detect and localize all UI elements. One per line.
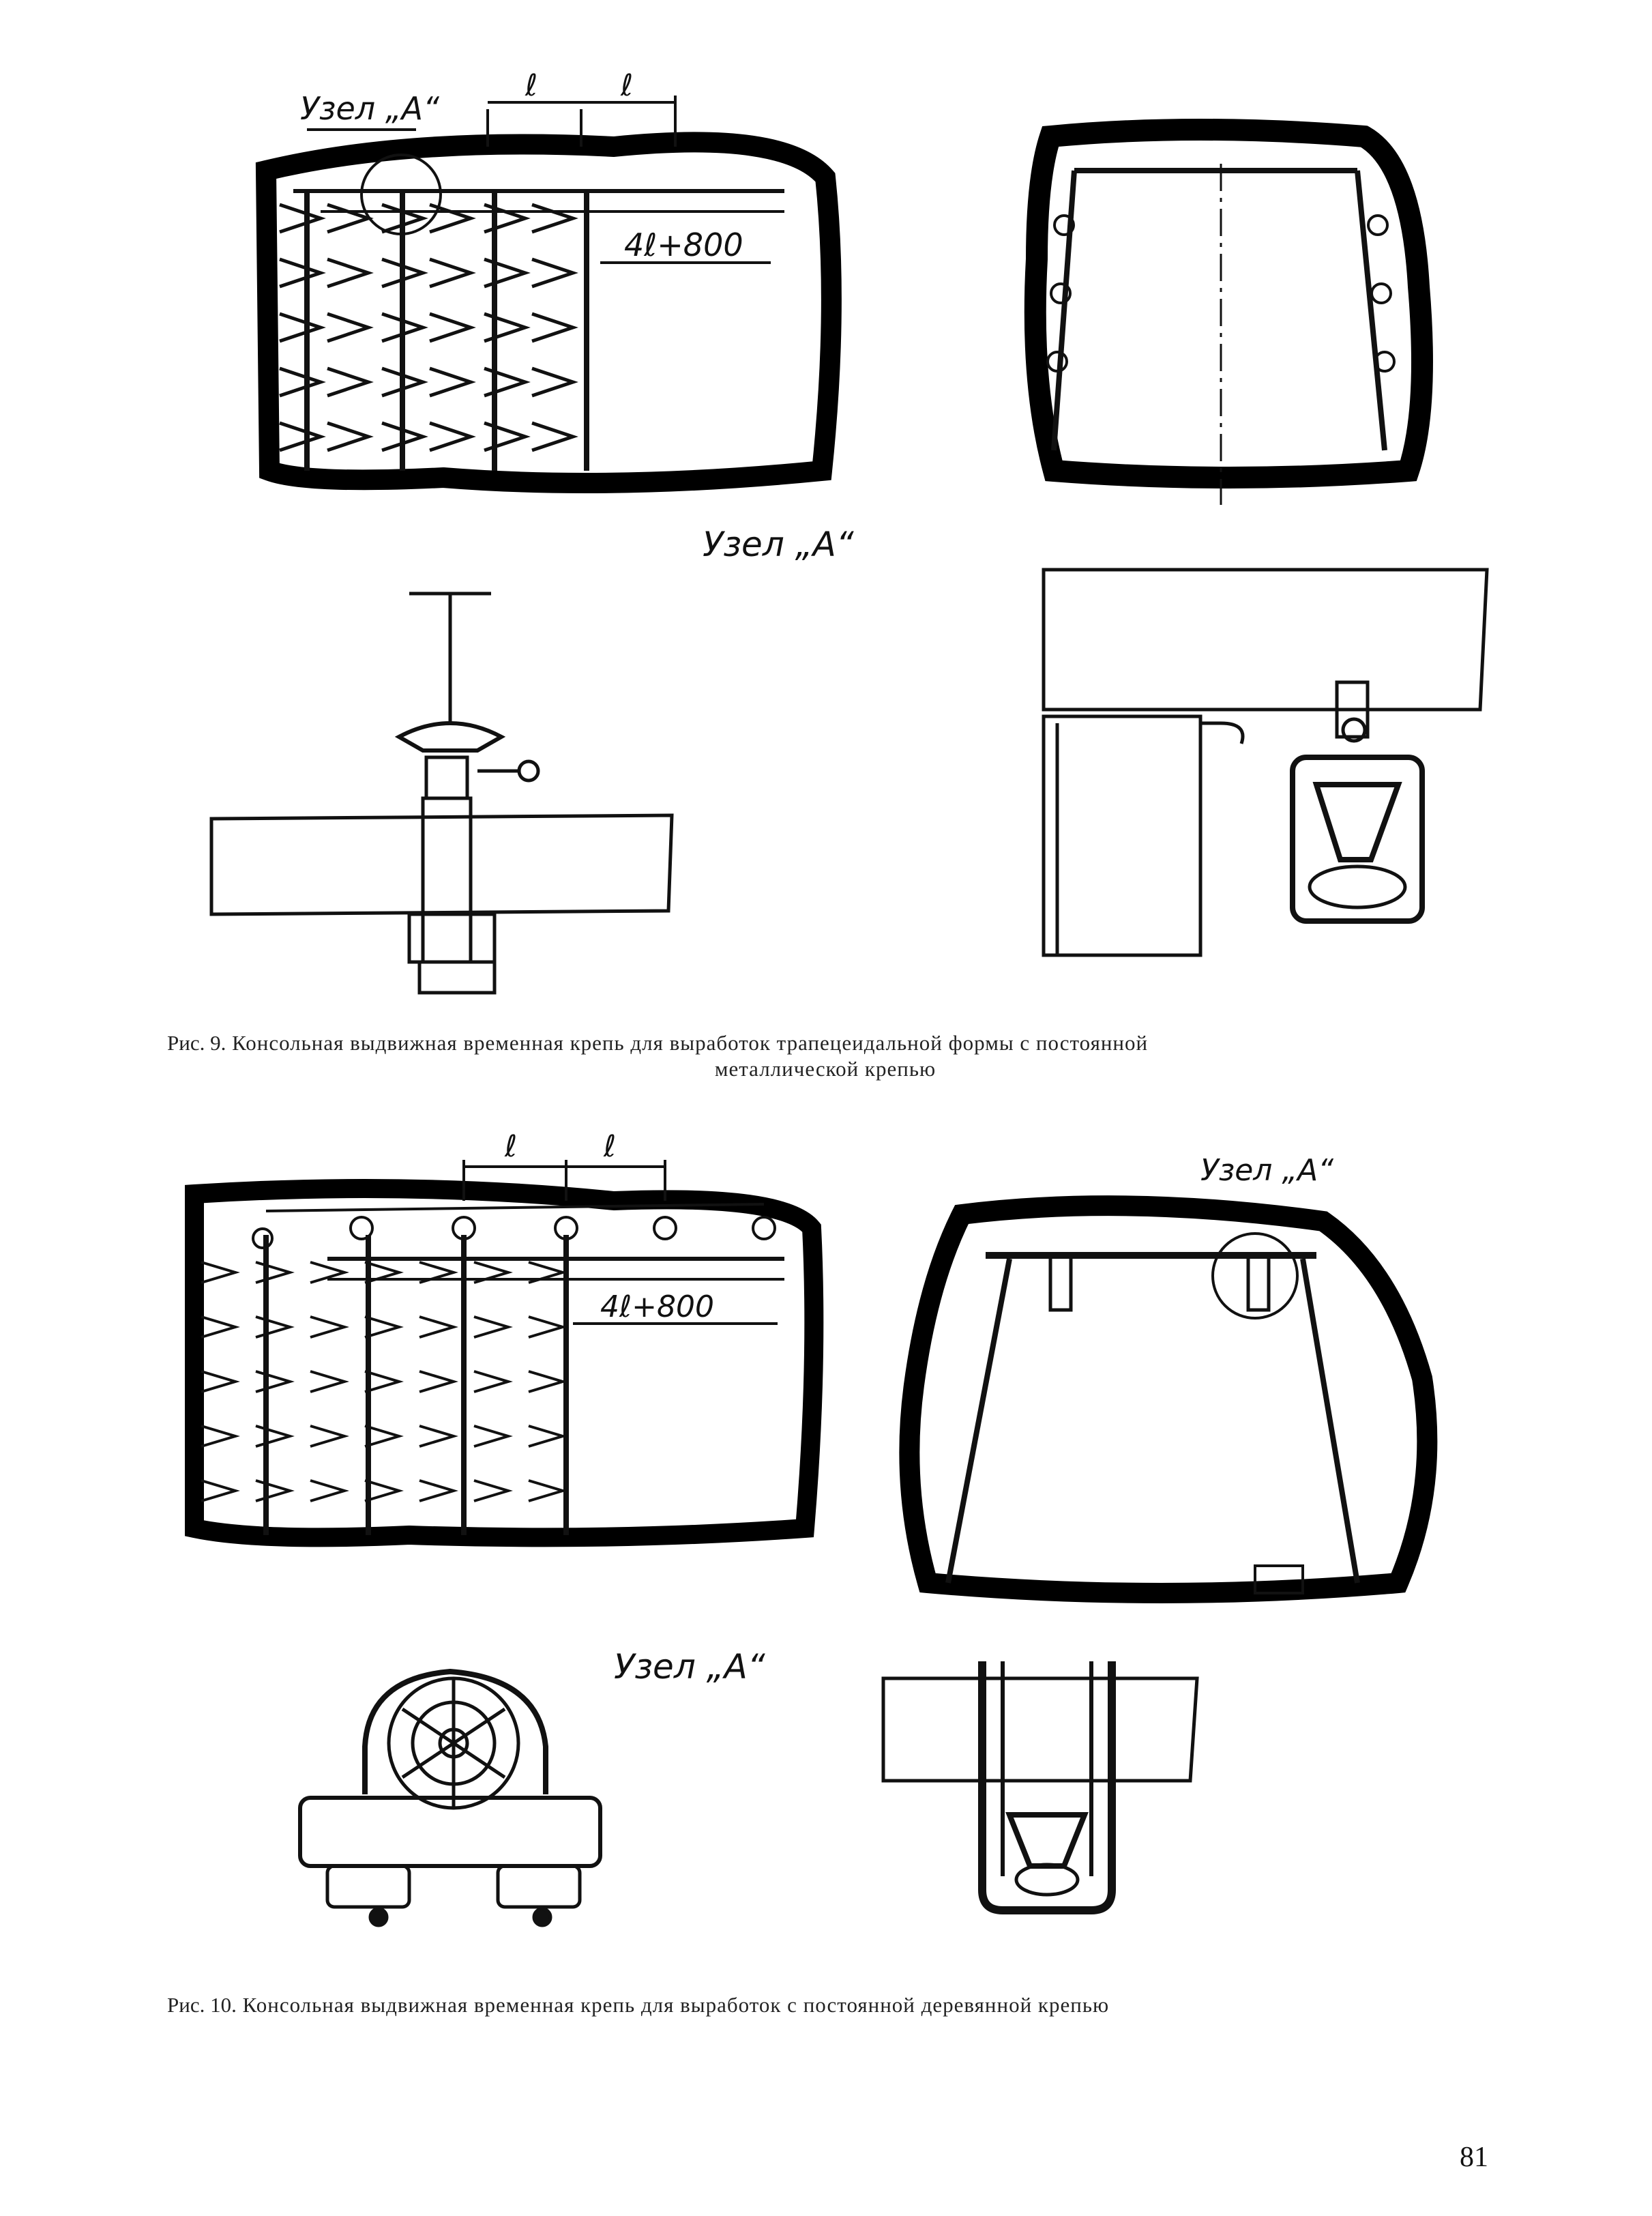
fig10-node-label-top: Узел „А“: [1200, 1153, 1333, 1188]
fig9-caption-label: Рис. 9.: [167, 1031, 226, 1055]
fig9-caption-line1: Рис. 9. Консольная выдвижная временная к…: [167, 1030, 1484, 1056]
fig10-dim-length: 4ℓ+800: [600, 1289, 714, 1324]
fig10: ℓ ℓ 4ℓ+800 Узел „А“ Узел „А“: [0, 1092, 1652, 2006]
fig10-node-detail-ubolt: [881, 1661, 1199, 1914]
fig10-drawing: ℓ ℓ 4ℓ+800 Узел „А“ Узел „А“: [185, 1129, 1438, 1927]
fig10-caption-text: Консольная выдвижная временная крепь для…: [242, 1993, 1110, 2017]
fig10-dim-l2: ℓ: [603, 1129, 616, 1164]
fig9-drawing: ℓ ℓ Узел „А“ 4ℓ+800 Узел „А“: [209, 68, 1489, 995]
fig9-node-detail-clamp: [209, 592, 674, 995]
fig9-dim-l1: ℓ: [525, 68, 537, 103]
fig9-plan-view: [255, 96, 842, 493]
fig9-dim-l2: ℓ: [620, 68, 633, 103]
fig10-node-detail-wheel: [298, 1668, 602, 1927]
fig9: ℓ ℓ Узел „А“ 4ℓ+800 Узел „А“: [0, 0, 1652, 1051]
fig9-dim-length: 4ℓ+800: [624, 227, 743, 263]
fig10-node-label-detail: Узел „А“: [614, 1647, 766, 1687]
page-number: 81: [1460, 2142, 1488, 2173]
fig9-caption-text1: Консольная выдвижная временная крепь для…: [232, 1031, 1149, 1055]
fig9-caption-line2: металлической крепью: [714, 1057, 936, 1081]
fig9-node-label-detail: Узел „А“: [703, 525, 855, 564]
fig10-dim-l1: ℓ: [504, 1129, 517, 1164]
fig9-node-label-top: Узел „А“: [300, 90, 439, 127]
fig10-caption: Рис. 10. Консольная выдвижная временная …: [167, 1992, 1484, 2018]
fig10-plan-view: [185, 1160, 824, 1547]
fig9-node-detail-bracket: [1042, 568, 1489, 957]
fig10-cross-section: [899, 1195, 1438, 1603]
fig10-caption-label: Рис. 10.: [167, 1993, 237, 2017]
fig9-cross-section: [1024, 119, 1433, 505]
fig9-caption: Рис. 9. Консольная выдвижная временная к…: [167, 1030, 1484, 1082]
